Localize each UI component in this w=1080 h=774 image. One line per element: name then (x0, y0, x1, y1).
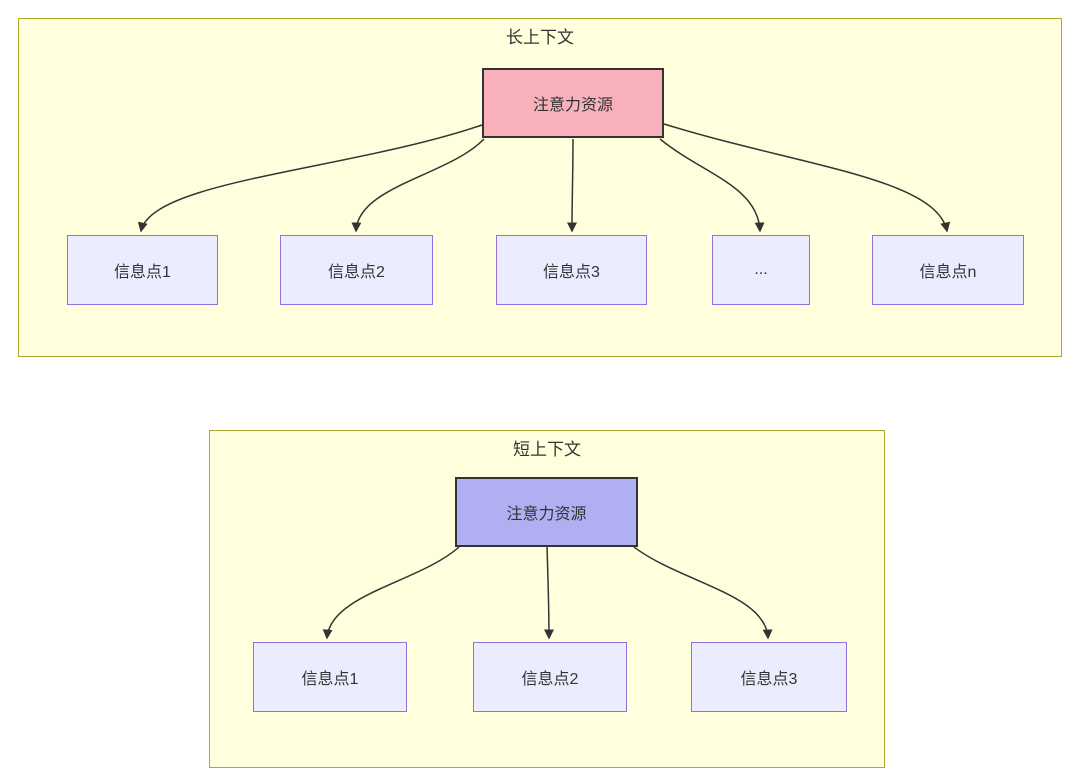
info-node-long-2: 信息点2 (280, 235, 433, 305)
attention-resource-node-long: 注意力资源 (482, 68, 664, 138)
panel-long-context-title: 长上下文 (506, 28, 574, 47)
panel-short-context-title: 短上下文 (513, 440, 581, 459)
info-node-long-3: 信息点3 (496, 235, 647, 305)
info-node-long-ellipsis: ... (712, 235, 810, 305)
info-node-long-1: 信息点1 (67, 235, 218, 305)
attention-resource-node-short: 注意力资源 (455, 477, 638, 547)
info-node-long-n: 信息点n (872, 235, 1024, 305)
info-node-short-2: 信息点2 (473, 642, 627, 712)
info-node-short-3: 信息点3 (691, 642, 847, 712)
info-node-short-1: 信息点1 (253, 642, 407, 712)
